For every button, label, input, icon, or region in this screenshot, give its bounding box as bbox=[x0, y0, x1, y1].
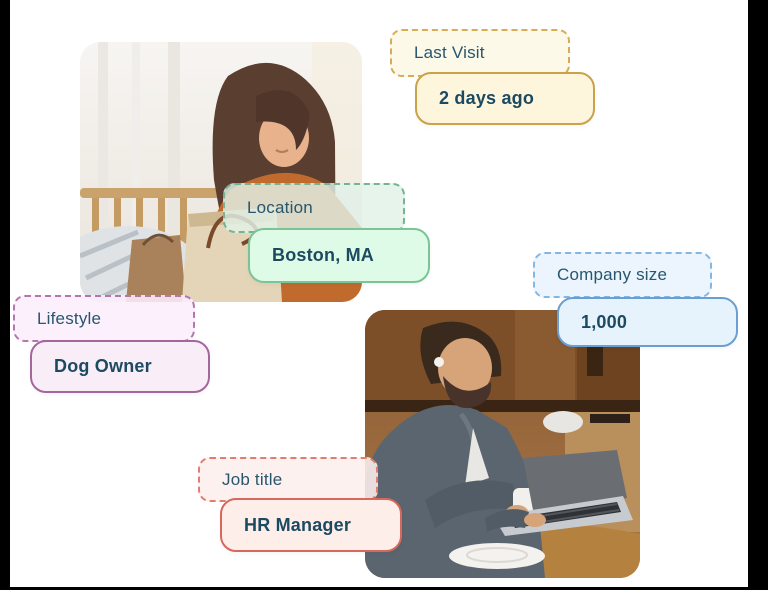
tag-label-company-size: Company size bbox=[533, 252, 712, 298]
tag-value-job-title: HR Manager bbox=[220, 498, 402, 552]
tag-label-lifestyle-text: Lifestyle bbox=[37, 308, 102, 328]
tag-label-job-title-text: Job title bbox=[222, 469, 283, 489]
tag-label-location: Location bbox=[223, 183, 405, 233]
tag-label-location-text: Location bbox=[247, 198, 313, 217]
tag-value-job-title-text: HR Manager bbox=[244, 514, 352, 535]
tag-label-last-visit-text: Last Visit bbox=[414, 43, 485, 62]
tag-value-last-visit-text: 2 days ago bbox=[439, 88, 535, 108]
tag-label-job-title: Job title bbox=[198, 457, 378, 502]
tag-value-location-text: Boston, MA bbox=[272, 245, 374, 265]
tag-value-company-size-text: 1,000 bbox=[581, 311, 628, 332]
tag-value-lifestyle-text: Dog Owner bbox=[54, 356, 152, 376]
tag-label-company-size-text: Company size bbox=[557, 265, 668, 284]
tag-value-company-size: 1,000 bbox=[557, 297, 738, 347]
tag-value-location: Boston, MA bbox=[248, 228, 430, 283]
tag-label-last-visit: Last Visit bbox=[390, 29, 570, 77]
man-photo-illustration bbox=[365, 310, 640, 578]
tag-value-lifestyle: Dog Owner bbox=[30, 340, 210, 393]
photo-man-laptop bbox=[365, 310, 640, 578]
tag-value-last-visit: 2 days ago bbox=[415, 72, 595, 125]
tag-label-lifestyle: Lifestyle bbox=[13, 295, 195, 342]
